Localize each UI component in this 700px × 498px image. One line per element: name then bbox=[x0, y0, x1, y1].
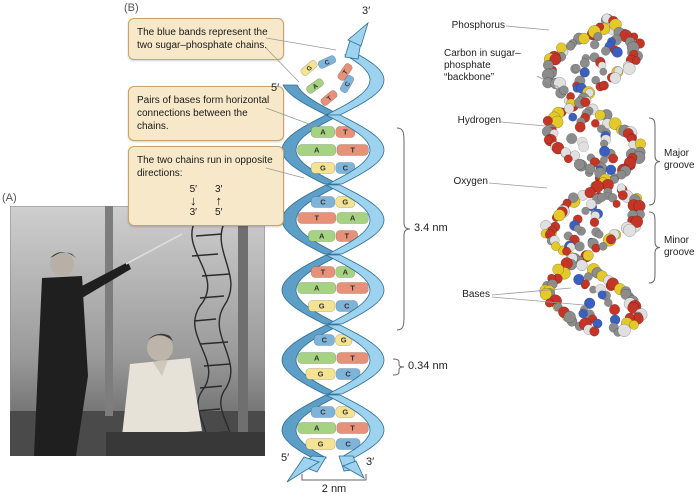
arrow-up-icon: ↑ bbox=[215, 193, 222, 208]
space-filling-model bbox=[539, 13, 648, 337]
svg-text:C: C bbox=[324, 59, 331, 67]
prime-label: 3′ bbox=[215, 184, 223, 195]
prime-label: 3′ bbox=[189, 207, 197, 219]
svg-text:G: G bbox=[341, 336, 347, 345]
svg-text:T: T bbox=[342, 69, 350, 76]
label-minor-groove: Minor groove bbox=[664, 235, 695, 258]
label-major-groove: Major groove bbox=[664, 148, 695, 171]
prime-label: 5′ bbox=[215, 207, 223, 219]
svg-text:C: C bbox=[345, 440, 351, 449]
svg-text:G: G bbox=[342, 198, 348, 207]
label-oxygen: Oxygen bbox=[453, 176, 488, 187]
callout-base-pairs: Pairs of bases form horizontal connectio… bbox=[128, 86, 284, 141]
svg-text:T: T bbox=[326, 95, 334, 103]
svg-text:C: C bbox=[344, 80, 353, 88]
left-chain-direction: 5′ ↓ 3′ bbox=[190, 184, 197, 218]
loose-base: T bbox=[320, 90, 338, 106]
svg-text:T: T bbox=[345, 232, 350, 241]
svg-text:G: G bbox=[305, 64, 313, 73]
callout-text: Pairs of bases form horizontal connectio… bbox=[137, 95, 270, 132]
svg-text:A: A bbox=[343, 268, 349, 277]
callout-text: The blue bands represent the two sugar–p… bbox=[137, 27, 268, 51]
dna-model-sketch bbox=[191, 220, 233, 452]
svg-text:A: A bbox=[314, 424, 320, 433]
svg-text:T: T bbox=[343, 128, 348, 137]
svg-text:A: A bbox=[319, 232, 325, 241]
svg-text:G: G bbox=[342, 408, 348, 417]
svg-text:A: A bbox=[314, 146, 320, 155]
svg-text:T: T bbox=[321, 268, 326, 277]
loose-base: A bbox=[306, 78, 324, 94]
arrow-down-icon: ↓ bbox=[190, 193, 197, 208]
prime-3-bottom: 3′ bbox=[366, 456, 375, 468]
svg-text:T: T bbox=[350, 284, 355, 293]
callout-sugar-phosphate: The blue bands represent the two sugar–p… bbox=[128, 18, 284, 60]
prime-3-top: 3′ bbox=[362, 5, 371, 17]
label-hydrogen: Hydrogen bbox=[457, 115, 501, 126]
turn-measurement: 3.4 nm bbox=[414, 222, 448, 234]
svg-text:C: C bbox=[320, 408, 326, 417]
loose-base: G bbox=[300, 60, 318, 76]
prime-5-upper: 5′ bbox=[271, 82, 280, 94]
svg-text:G: G bbox=[318, 440, 324, 449]
standing-figure bbox=[34, 233, 183, 456]
svg-text:A: A bbox=[314, 354, 320, 363]
svg-text:T: T bbox=[314, 214, 319, 223]
right-chain-direction: 3′ ↑ 5′ bbox=[215, 184, 222, 218]
callout-antiparallel: The two chains run in opposite direction… bbox=[128, 146, 284, 227]
svg-text:C: C bbox=[322, 336, 328, 345]
seated-figure bbox=[122, 333, 202, 436]
svg-text:G: G bbox=[320, 164, 326, 173]
label-phosphorus: Phosphorus bbox=[451, 20, 505, 31]
prime-label: 5′ bbox=[189, 184, 197, 195]
svg-text:T: T bbox=[350, 354, 355, 363]
label-bases: Bases bbox=[462, 289, 490, 300]
direction-diagram: 5′ ↓ 3′ 3′ ↑ 5′ bbox=[137, 184, 275, 218]
panel-b-label: (B) bbox=[124, 2, 139, 14]
svg-text:C: C bbox=[343, 164, 349, 173]
svg-text:A: A bbox=[320, 128, 326, 137]
prime-5-bottom: 5′ bbox=[281, 452, 290, 464]
svg-text:C: C bbox=[345, 370, 351, 379]
svg-text:A: A bbox=[312, 82, 320, 91]
svg-text:C: C bbox=[344, 302, 350, 311]
label-carbon: Carbon in sugar–phosphate “backbone” bbox=[444, 48, 521, 83]
svg-text:G: G bbox=[319, 302, 325, 311]
svg-text:A: A bbox=[314, 284, 320, 293]
rise-measurement: 0.34 nm bbox=[408, 360, 448, 372]
svg-text:G: G bbox=[318, 370, 324, 379]
callout-text: The two chains run in opposite direction… bbox=[137, 155, 273, 179]
svg-text:T: T bbox=[350, 424, 355, 433]
loose-base: C bbox=[317, 55, 337, 69]
panel-a-label: (A) bbox=[2, 192, 17, 204]
width-measurement: 2 nm bbox=[321, 483, 347, 495]
loose-base: T bbox=[337, 63, 353, 81]
watson-crick-photo bbox=[9, 205, 266, 457]
svg-text:A: A bbox=[350, 214, 356, 223]
svg-text:C: C bbox=[320, 198, 326, 207]
loose-base: C bbox=[339, 75, 355, 93]
photo-image bbox=[9, 205, 266, 457]
svg-text:T: T bbox=[350, 146, 355, 155]
